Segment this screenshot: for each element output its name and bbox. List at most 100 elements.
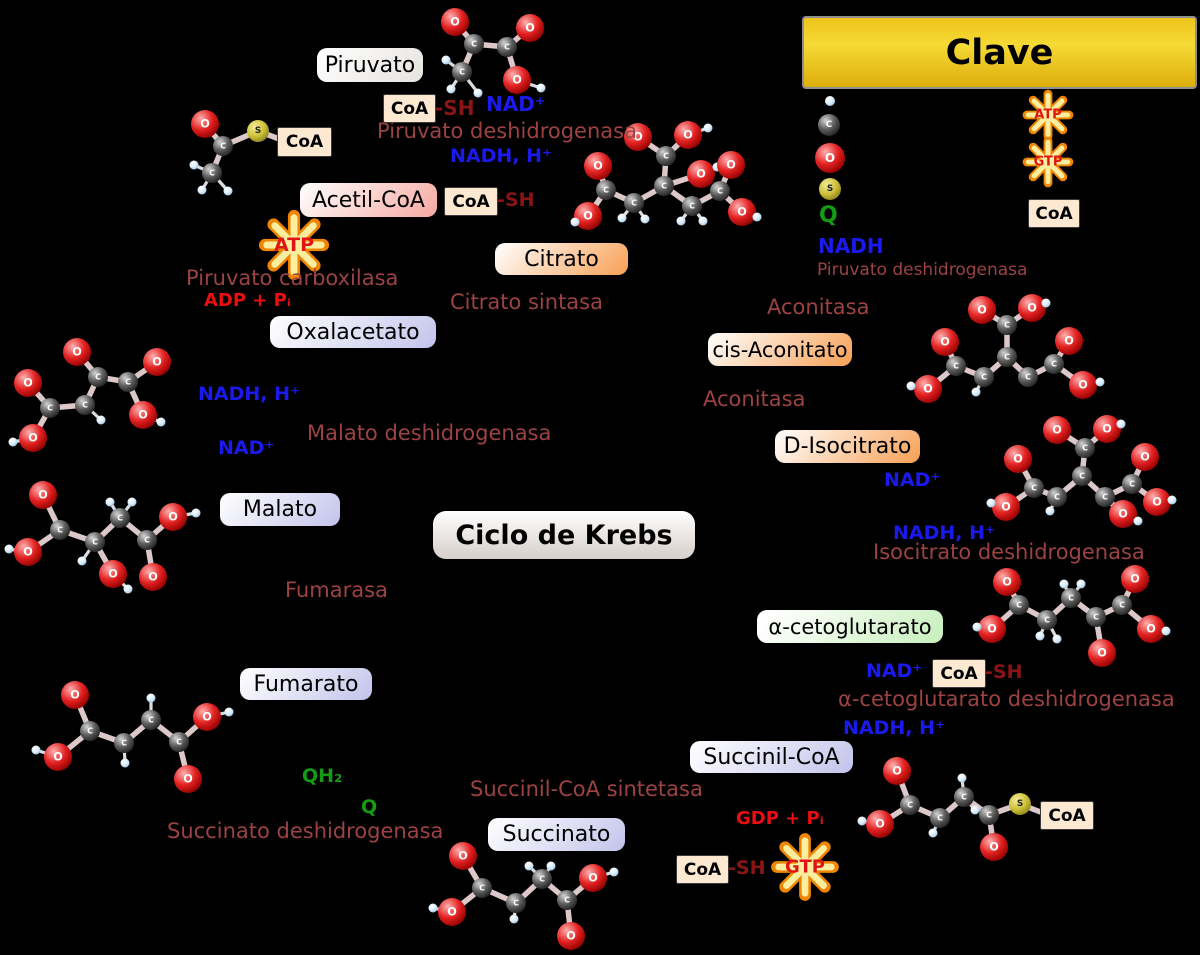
- enzyme-label-piruvato-carboxilasa: Piruvato carboxilasa: [186, 266, 399, 290]
- svg-text:O: O: [458, 850, 468, 863]
- svg-text:C: C: [144, 536, 150, 545]
- cofactor-gdp-p: GDP + Pᵢ: [736, 808, 824, 829]
- starburst-atp-icon: ATP: [1022, 89, 1074, 141]
- starburst-gtp-icon: GTP: [771, 833, 839, 901]
- node-piruvato: Piruvato: [317, 48, 423, 82]
- enzyme-label-succinil-coa-sintetasa: Succinil-CoA sintetasa: [470, 777, 703, 801]
- svg-text:C: C: [471, 40, 477, 49]
- svg-text:O: O: [53, 751, 63, 764]
- enzyme-label-aconitasa: Aconitasa: [767, 295, 870, 319]
- svg-text:O: O: [1013, 453, 1023, 466]
- svg-text:O: O: [1118, 508, 1128, 521]
- svg-text:C: C: [209, 169, 215, 178]
- svg-text:C: C: [661, 182, 667, 191]
- svg-text:O: O: [447, 906, 457, 919]
- legend-title: Clave: [802, 16, 1197, 89]
- cofactor-sh: -SH: [728, 857, 766, 879]
- svg-text:O: O: [737, 206, 747, 219]
- svg-text:C: C: [1082, 444, 1088, 453]
- svg-text:C: C: [564, 896, 570, 905]
- svg-text:C: C: [1004, 353, 1010, 362]
- svg-text:O: O: [23, 377, 33, 390]
- svg-text:O: O: [28, 432, 38, 445]
- svg-text:C: C: [95, 373, 101, 382]
- svg-text:O: O: [1152, 496, 1162, 509]
- svg-text:C: C: [826, 120, 832, 130]
- svg-text:O: O: [633, 131, 643, 144]
- svg-text:O: O: [987, 623, 997, 636]
- svg-text:O: O: [70, 689, 80, 702]
- svg-text:O: O: [200, 118, 210, 131]
- node-alfa-cetoglutarato: α-cetoglutarato: [757, 610, 943, 643]
- svg-text:C: C: [1051, 360, 1057, 369]
- node-citrato: Citrato: [495, 243, 628, 275]
- svg-text:C: C: [1093, 613, 1099, 622]
- svg-text:C: C: [459, 68, 465, 77]
- svg-text:O: O: [108, 568, 118, 581]
- diagram-title: Ciclo de Krebs: [433, 511, 695, 559]
- svg-text:O: O: [512, 74, 522, 87]
- svg-text:C: C: [1044, 616, 1050, 625]
- svg-text:O: O: [1102, 423, 1112, 436]
- coa-tag: CoA: [383, 94, 436, 123]
- svg-text:C: C: [937, 814, 943, 823]
- svg-text:O: O: [72, 346, 82, 359]
- svg-text:C: C: [87, 727, 93, 736]
- cofactor-sh: -SH: [435, 96, 475, 120]
- svg-text:C: C: [1102, 493, 1108, 502]
- svg-text:O: O: [168, 511, 178, 524]
- svg-text:C: C: [1004, 321, 1010, 330]
- node-cis-aconitato: cis-Aconitato: [708, 333, 852, 366]
- svg-text:O: O: [1097, 647, 1107, 660]
- enzyme-label-succinato-deshidrogenasa: Succinato deshidrogenasa: [167, 819, 444, 843]
- svg-text:O: O: [825, 151, 835, 165]
- svg-text:C: C: [125, 378, 131, 387]
- node-malato: Malato: [220, 493, 340, 526]
- svg-text:C: C: [961, 793, 967, 802]
- node-succinato: Succinato: [488, 818, 625, 851]
- svg-text:C: C: [513, 899, 519, 908]
- svg-text:C: C: [1031, 484, 1037, 493]
- svg-text:O: O: [202, 711, 212, 724]
- starburst-atp-icon: ATP: [258, 209, 330, 281]
- svg-text:C: C: [1119, 601, 1125, 610]
- svg-text:O: O: [977, 304, 987, 317]
- enzyme-label-malato-deshidrogenasa: Malato deshidrogenasa: [307, 421, 552, 445]
- cofactor-nad: NAD⁺: [866, 660, 923, 682]
- svg-text:C: C: [603, 186, 609, 195]
- svg-text:O: O: [152, 356, 162, 369]
- cofactor-nadh-h: NADH, H⁺: [843, 717, 946, 739]
- cofactor-adp-p: ADP + Pᵢ: [204, 290, 291, 311]
- cofactor-nad: NAD⁺: [218, 437, 275, 459]
- svg-text:O: O: [593, 160, 603, 173]
- enzyme-label-citrato-sintasa: Citrato sintasa: [450, 290, 603, 314]
- svg-text:O: O: [989, 841, 999, 854]
- svg-text:C: C: [479, 884, 485, 893]
- node-fumarato: Fumarato: [240, 668, 372, 700]
- svg-text:C: C: [539, 875, 545, 884]
- svg-text:O: O: [450, 16, 460, 29]
- node-d-isocitrato: D-Isocitrato: [775, 430, 920, 463]
- svg-text:O: O: [525, 22, 535, 35]
- svg-text:C: C: [176, 738, 182, 747]
- coa-tag: CoA: [676, 855, 729, 884]
- svg-text:O: O: [183, 773, 193, 786]
- svg-text:S: S: [827, 184, 833, 194]
- enzyme-label-fumarasa: Fumarasa: [285, 578, 388, 602]
- coa-tag: CoA: [1028, 199, 1080, 228]
- svg-text:C: C: [148, 716, 154, 725]
- coa-tag: CoA: [1040, 801, 1094, 830]
- cofactor-nadh-h: NADH, H⁺: [893, 522, 996, 544]
- node-succinil-coa: Succinil-CoA: [690, 741, 853, 773]
